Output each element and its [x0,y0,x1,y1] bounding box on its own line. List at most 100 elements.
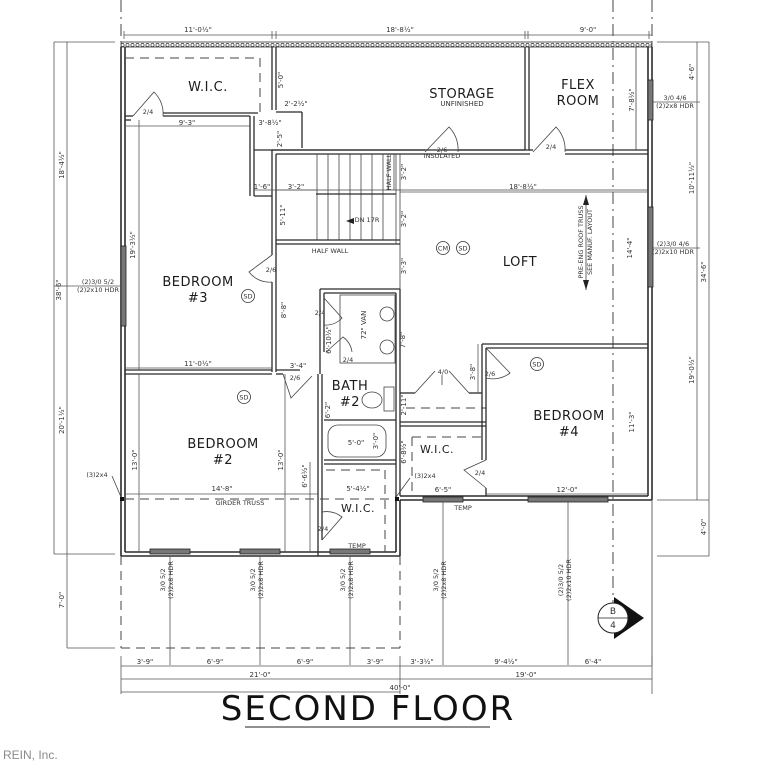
svg-text:14'-8": 14'-8" [211,485,232,493]
window-bottom-3 [329,548,371,555]
svg-text:2/6: 2/6 [266,266,276,274]
door-linen [414,370,470,394]
svg-text:B: B [610,607,616,617]
toilet-tank [383,386,395,412]
svg-text:9'-3": 9'-3" [179,119,196,127]
sink-lower [379,339,395,355]
room-flex-2: ROOM [557,94,600,109]
dim-right-2: 10'-11½" [688,162,696,194]
window-bottom-1 [149,548,191,555]
svg-text:(2)3/0 5/2: (2)3/0 5/2 [557,564,565,596]
half-wall-h-label: HALF WALL [312,247,349,255]
deck-outline [120,500,653,665]
svg-text:14'-4": 14'-4" [626,237,634,258]
svg-text:6'-5": 6'-5" [435,486,452,494]
sd-icon [530,357,544,371]
svg-text:3'-0": 3'-0" [372,433,380,450]
door-bed3 [248,254,273,283]
svg-text:3'-2": 3'-2" [400,211,408,228]
svg-text:SD: SD [239,394,248,402]
svg-text:6'-10½": 6'-10½" [325,326,333,354]
cm-icon [436,241,450,255]
svg-text:2/4: 2/4 [315,309,325,317]
svg-text:3'-2": 3'-2" [288,183,305,191]
door-bath-lower [325,336,353,353]
svg-text:5'-11": 5'-11" [279,204,287,225]
svg-text:(2)2x10 HDR: (2)2x10 HDR [652,248,694,256]
room-wic-top: W.I.C. [188,80,228,95]
svg-text:3'-4": 3'-4" [290,362,307,370]
svg-text:5'-0": 5'-0" [348,439,365,447]
svg-text:INSULATED: INSULATED [424,152,460,160]
top-dimensions: 11'-0½" 18'-8½" 9'-0" [123,26,652,39]
svg-text:(2)2x8 HDR: (2)2x8 HDR [167,561,175,599]
svg-text:(2)2x8 HDR: (2)2x8 HDR [347,561,355,599]
window-left [120,245,127,327]
window-right-mid [647,206,654,288]
room-labels: W.I.C. STORAGE UNFINISHED FLEX ROOM BEDR… [162,78,604,515]
svg-text:19'-3½": 19'-3½" [129,231,137,259]
svg-text:7'-8": 7'-8" [399,332,407,349]
page-title: SECOND FLOOR [221,689,515,729]
window-bottom-2 [239,548,281,555]
svg-text:3'-3": 3'-3" [400,258,408,275]
stairs-label: DN 17R [355,216,380,224]
svg-text:SD: SD [532,361,541,369]
room-loft: LOFT [503,255,537,270]
svg-text:3/0 5/2: 3/0 5/2 [249,569,257,592]
doors [132,91,566,541]
post-left-label: (3)2x4 [86,471,107,479]
door-wic-top [132,91,164,117]
door-storage [424,126,459,153]
svg-text:3'-2": 3'-2" [400,164,408,181]
svg-text:21'-0": 21'-0" [249,671,270,679]
svg-text:6'-4": 6'-4" [585,658,602,666]
window-right-top [647,79,654,121]
svg-text:(2)2x8 HDR: (2)2x8 HDR [656,102,694,110]
door-bed2 [282,373,313,399]
watermark: REIN, Inc. [3,748,58,762]
svg-text:(2)2x8 HDR: (2)2x8 HDR [440,561,448,599]
svg-text:2'-11": 2'-11" [400,394,408,415]
room-flex-1: FLEX [561,78,595,93]
truss-note-line2: SEE MANUF. LAYOUT [586,209,594,275]
room-storage: STORAGE [429,87,494,102]
sink-upper [379,306,395,322]
girder-truss: (3)2x4 (3)2x4 GIRDER TRUSS [86,471,435,507]
svg-text:(2)3/0 5/2: (2)3/0 5/2 [82,278,114,286]
svg-text:8'-8": 8'-8" [280,302,288,319]
svg-text:12'-0": 12'-0" [556,486,577,494]
roof-truss-note: PRE-ENG ROOF TRUSS SEE MANUF. LAYOUT [577,195,594,290]
section-marker-icon: B 4 [597,597,644,639]
svg-text:5'-0": 5'-0" [277,72,285,89]
svg-text:TEMP: TEMP [347,542,366,550]
room-wic-bath: W.I.C. [341,502,375,515]
door-flex [532,126,566,153]
svg-text:40'-0": 40'-0" [389,684,410,692]
svg-text:SD: SD [458,245,467,253]
svg-text:1'-6": 1'-6" [254,183,271,191]
right-dimensions: 4'-6" 10'-11½" 19'-0½" 34'-6" 4'-0" [657,41,710,557]
svg-text:9'-4½": 9'-4½" [494,658,517,666]
dim-right-1: 4'-6" [688,64,696,81]
top-wall-hatch [120,41,653,48]
svg-text:TEMP: TEMP [453,504,472,512]
svg-text:2/4: 2/4 [475,469,485,477]
svg-text:2/4: 2/4 [546,143,556,151]
svg-text:6'-8½": 6'-8½" [400,440,408,463]
half-wall-v-label: HALF WALL [385,153,393,190]
door-labels: 2/4 2/6 INSULATED 2/4 2/6 2/4 2/4 2/6 4/… [143,108,556,550]
svg-text:5'-4½": 5'-4½" [346,485,369,493]
room-bed4-2: #4 [559,425,579,440]
window-bottom-4 [422,496,464,503]
windows [120,79,654,555]
svg-text:3'-9": 3'-9" [367,658,384,666]
svg-text:18'-8½": 18'-8½" [509,183,537,191]
svg-text:6'-9": 6'-9" [297,658,314,666]
room-storage-sub: UNFINISHED [440,100,483,108]
svg-text:3/0 5/2: 3/0 5/2 [159,569,167,592]
door-bath-upper [323,297,343,326]
svg-text:3/0 5/2: 3/0 5/2 [432,569,440,592]
dim-left-bottom: 7'-0" [58,592,66,609]
